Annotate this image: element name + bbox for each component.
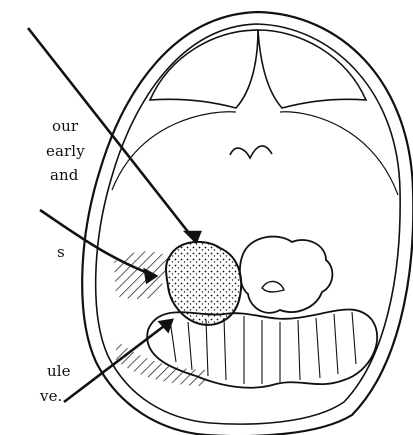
brainstem — [240, 237, 332, 313]
sella-turcica — [230, 146, 272, 158]
label-fragment-4: s — [57, 243, 65, 261]
anterior-fossa-right — [258, 30, 366, 108]
fourth-ventricle — [262, 281, 284, 292]
middle-fossa-left — [112, 112, 236, 190]
label-fragment-2: early — [46, 142, 85, 160]
label-fragment-3: and — [50, 166, 79, 184]
label-fragment-1: our — [52, 117, 78, 135]
skull-outline-outer — [82, 12, 413, 435]
label-fragment-5: ule — [47, 362, 71, 380]
middle-fossa-right — [280, 112, 398, 195]
hatched-region-upper — [114, 251, 168, 299]
label-fragment-6: ve. — [40, 387, 62, 405]
hatched-region-lower — [116, 340, 206, 386]
anterior-fossa-left — [150, 30, 258, 108]
